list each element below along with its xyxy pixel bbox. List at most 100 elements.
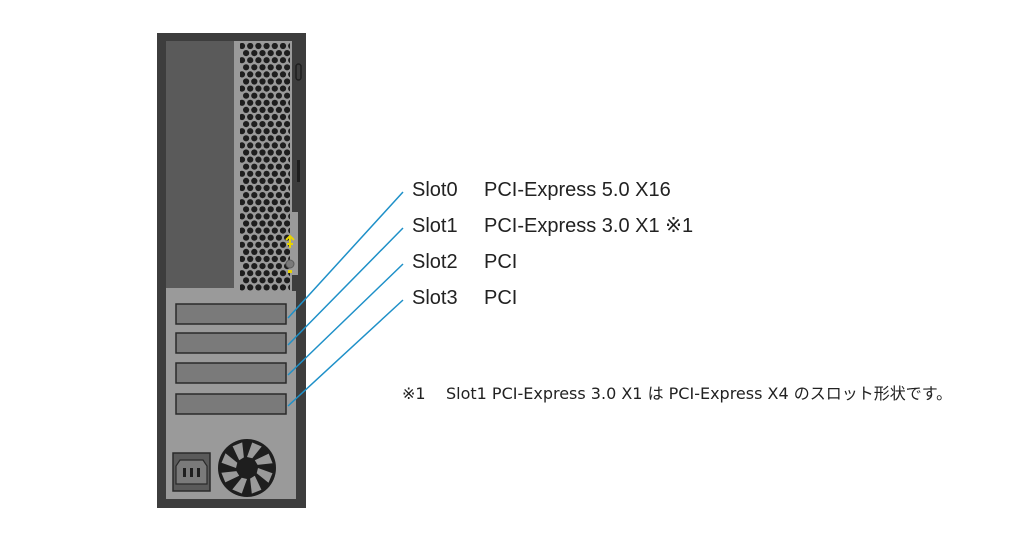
vent-hole (251, 149, 258, 156)
slot-type: PCI (484, 287, 518, 309)
vent-hole (255, 199, 262, 206)
vent-hole (275, 263, 282, 270)
slot-type: PCI-Express 5.0 X16 (484, 179, 671, 201)
vent-hole (271, 85, 278, 92)
vent-hole (240, 156, 246, 163)
vent-hole (259, 277, 266, 284)
vent-hole (259, 220, 266, 227)
fan-blade (221, 453, 238, 468)
vent-hole (255, 99, 262, 106)
slot-name: Slot2 (412, 251, 458, 273)
vent-hole (263, 213, 270, 220)
vent-hole (263, 170, 270, 177)
vent-hole (259, 92, 266, 99)
vent-hole (288, 114, 290, 120)
vent-hole (271, 241, 278, 248)
slot-name: Slot0 (412, 179, 458, 201)
vent-hole (284, 135, 290, 142)
vent-hole (259, 50, 266, 57)
vent-hole (240, 284, 246, 291)
vent-hole (255, 85, 262, 92)
vent-hole (247, 213, 254, 220)
vent-hole (279, 227, 287, 234)
slot-name: Slot1 (412, 215, 458, 237)
slot-label-0: Slot0 PCI-Express 5.0 X16 (412, 178, 671, 202)
vent-hole (251, 277, 258, 284)
vent-hole (275, 64, 282, 71)
vent-hole (271, 284, 278, 291)
vent-hole (243, 277, 250, 284)
vent-hole (247, 270, 254, 277)
fan-blade (221, 471, 240, 483)
vent-hole (263, 156, 270, 163)
vent-hole (240, 255, 246, 263)
vent-hole (279, 99, 287, 106)
vent-hole (243, 149, 250, 156)
vent-hole (271, 142, 278, 149)
vent-hole (267, 92, 274, 99)
vent-hole (251, 192, 258, 199)
vent-hole (267, 50, 274, 57)
vent-hole (263, 270, 270, 277)
vent-hole (279, 184, 287, 192)
vent-hole (243, 64, 250, 71)
slot-label-2: Slot2 PCI (412, 250, 517, 274)
vent-hole (259, 121, 266, 128)
vent-hole (267, 220, 274, 227)
vent-hole (247, 227, 254, 234)
vent-grille (240, 43, 290, 291)
vent-hole (288, 99, 290, 106)
vent-hole (243, 220, 250, 227)
vent-hole (240, 184, 246, 192)
vent-hole (263, 85, 270, 92)
slot-type: PCI (484, 251, 518, 273)
fan-blade (247, 442, 262, 459)
vent-hole (255, 128, 262, 135)
expansion-slot-2 (175, 362, 287, 384)
vent-hole (279, 113, 287, 121)
vent-hole (240, 170, 246, 177)
vent-hole (288, 170, 290, 177)
vent-hole (255, 227, 262, 234)
vent-hole (284, 192, 290, 199)
vent-hole (240, 241, 246, 248)
fan-blade (232, 442, 244, 461)
vent-hole (251, 220, 258, 227)
vent-hole (263, 128, 270, 135)
vent-hole (247, 284, 254, 291)
vent-hole (267, 64, 274, 71)
vent-hole (259, 234, 266, 241)
vent-hole (240, 142, 246, 149)
vent-hole (271, 227, 278, 234)
vent-hole (255, 71, 262, 78)
vent-hole (259, 163, 266, 170)
vent-hole (284, 121, 290, 128)
vent-hole (284, 277, 290, 284)
vent-hole (279, 270, 287, 277)
vent-hole (263, 99, 270, 106)
vent-hole (279, 255, 287, 263)
vent-hole (263, 199, 270, 206)
vent-hole (259, 78, 266, 85)
vent-hole (240, 71, 246, 78)
vent-hole (271, 128, 278, 135)
vent-hole (247, 170, 254, 177)
vent-hole (288, 128, 290, 135)
vent-hole (240, 43, 246, 50)
expansion-slot-3 (175, 393, 287, 415)
vent-hole (288, 142, 290, 149)
vent-hole (247, 156, 254, 163)
vent-hole (288, 71, 290, 78)
vent-hole (255, 241, 262, 248)
vent-hole (240, 213, 246, 220)
vent-hole (247, 142, 254, 149)
vent-hole (284, 220, 290, 227)
vent-hole (251, 64, 258, 71)
vent-hole (271, 170, 278, 177)
vent-hole (271, 156, 278, 163)
vent-hole (263, 284, 270, 291)
vent-hole (284, 177, 290, 184)
fan-blade (250, 475, 262, 494)
vent-hole (284, 64, 290, 71)
